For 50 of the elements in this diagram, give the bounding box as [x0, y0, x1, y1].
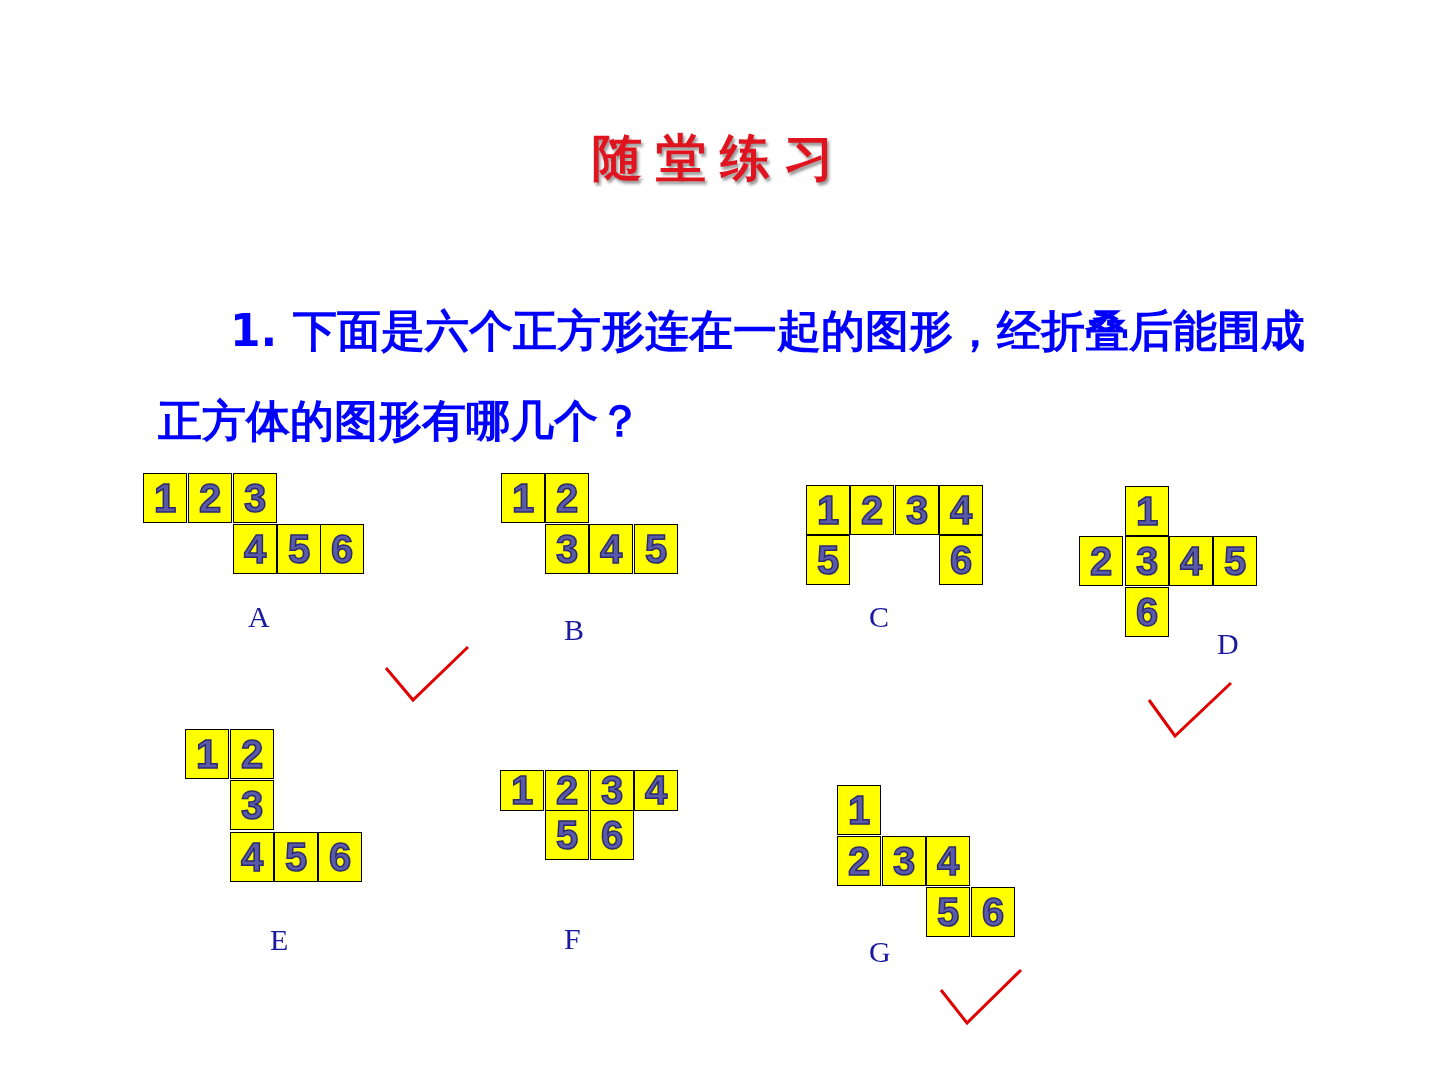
number-square: 5: [277, 524, 321, 574]
option-letter: D: [1217, 627, 1239, 661]
number-square: 1: [837, 785, 881, 835]
option-letter: G: [869, 935, 891, 969]
number-square: 3: [545, 524, 589, 574]
number-square: 5: [545, 810, 589, 860]
number-square: 5: [634, 524, 678, 574]
number-square: 4: [1169, 536, 1213, 586]
number-square: 4: [939, 485, 983, 535]
number-square: 2: [850, 485, 894, 535]
number-square: 5: [926, 887, 970, 937]
number-square: 5: [1213, 536, 1257, 586]
option-letter: F: [564, 922, 581, 956]
number-square: 1: [185, 729, 229, 779]
option-letter: E: [270, 923, 289, 957]
number-square: 4: [233, 524, 277, 574]
number-square: 3: [1125, 536, 1169, 586]
number-square: 1: [806, 485, 850, 535]
option-letter: A: [248, 600, 270, 634]
number-square: 4: [230, 832, 274, 882]
number-square: 5: [274, 832, 318, 882]
number-square: 3: [895, 485, 939, 535]
number-square: 5: [806, 535, 850, 585]
number-square: 6: [939, 535, 983, 585]
number-square: 2: [545, 770, 589, 811]
number-square: 6: [320, 524, 364, 574]
number-square: 4: [634, 770, 678, 811]
number-square: 3: [882, 836, 926, 886]
number-square: 2: [230, 729, 274, 779]
number-square: 6: [971, 887, 1015, 937]
number-square: 2: [545, 473, 589, 523]
option-letter: C: [869, 600, 889, 634]
number-square: 1: [143, 473, 187, 523]
option-letter: B: [564, 613, 584, 647]
number-square: 3: [233, 473, 277, 523]
question-text: 1. 下面是六个正方形连在一起的图形，经折叠后能围成正方体的图形有哪几个？: [158, 304, 1306, 448]
number-square: 4: [589, 524, 633, 574]
number-square: 1: [1125, 486, 1169, 536]
number-square: 4: [926, 836, 970, 886]
number-square: 1: [501, 473, 545, 523]
number-square: 6: [590, 810, 634, 860]
number-square: 2: [1079, 536, 1123, 586]
number-square: 1: [500, 770, 544, 811]
number-square: 3: [230, 780, 274, 830]
number-square: 2: [188, 473, 232, 523]
number-square: 3: [590, 770, 634, 811]
number-square: 6: [1125, 587, 1169, 637]
number-square: 6: [318, 832, 362, 882]
number-square: 2: [837, 836, 881, 886]
title: 随堂练习: [591, 128, 849, 189]
